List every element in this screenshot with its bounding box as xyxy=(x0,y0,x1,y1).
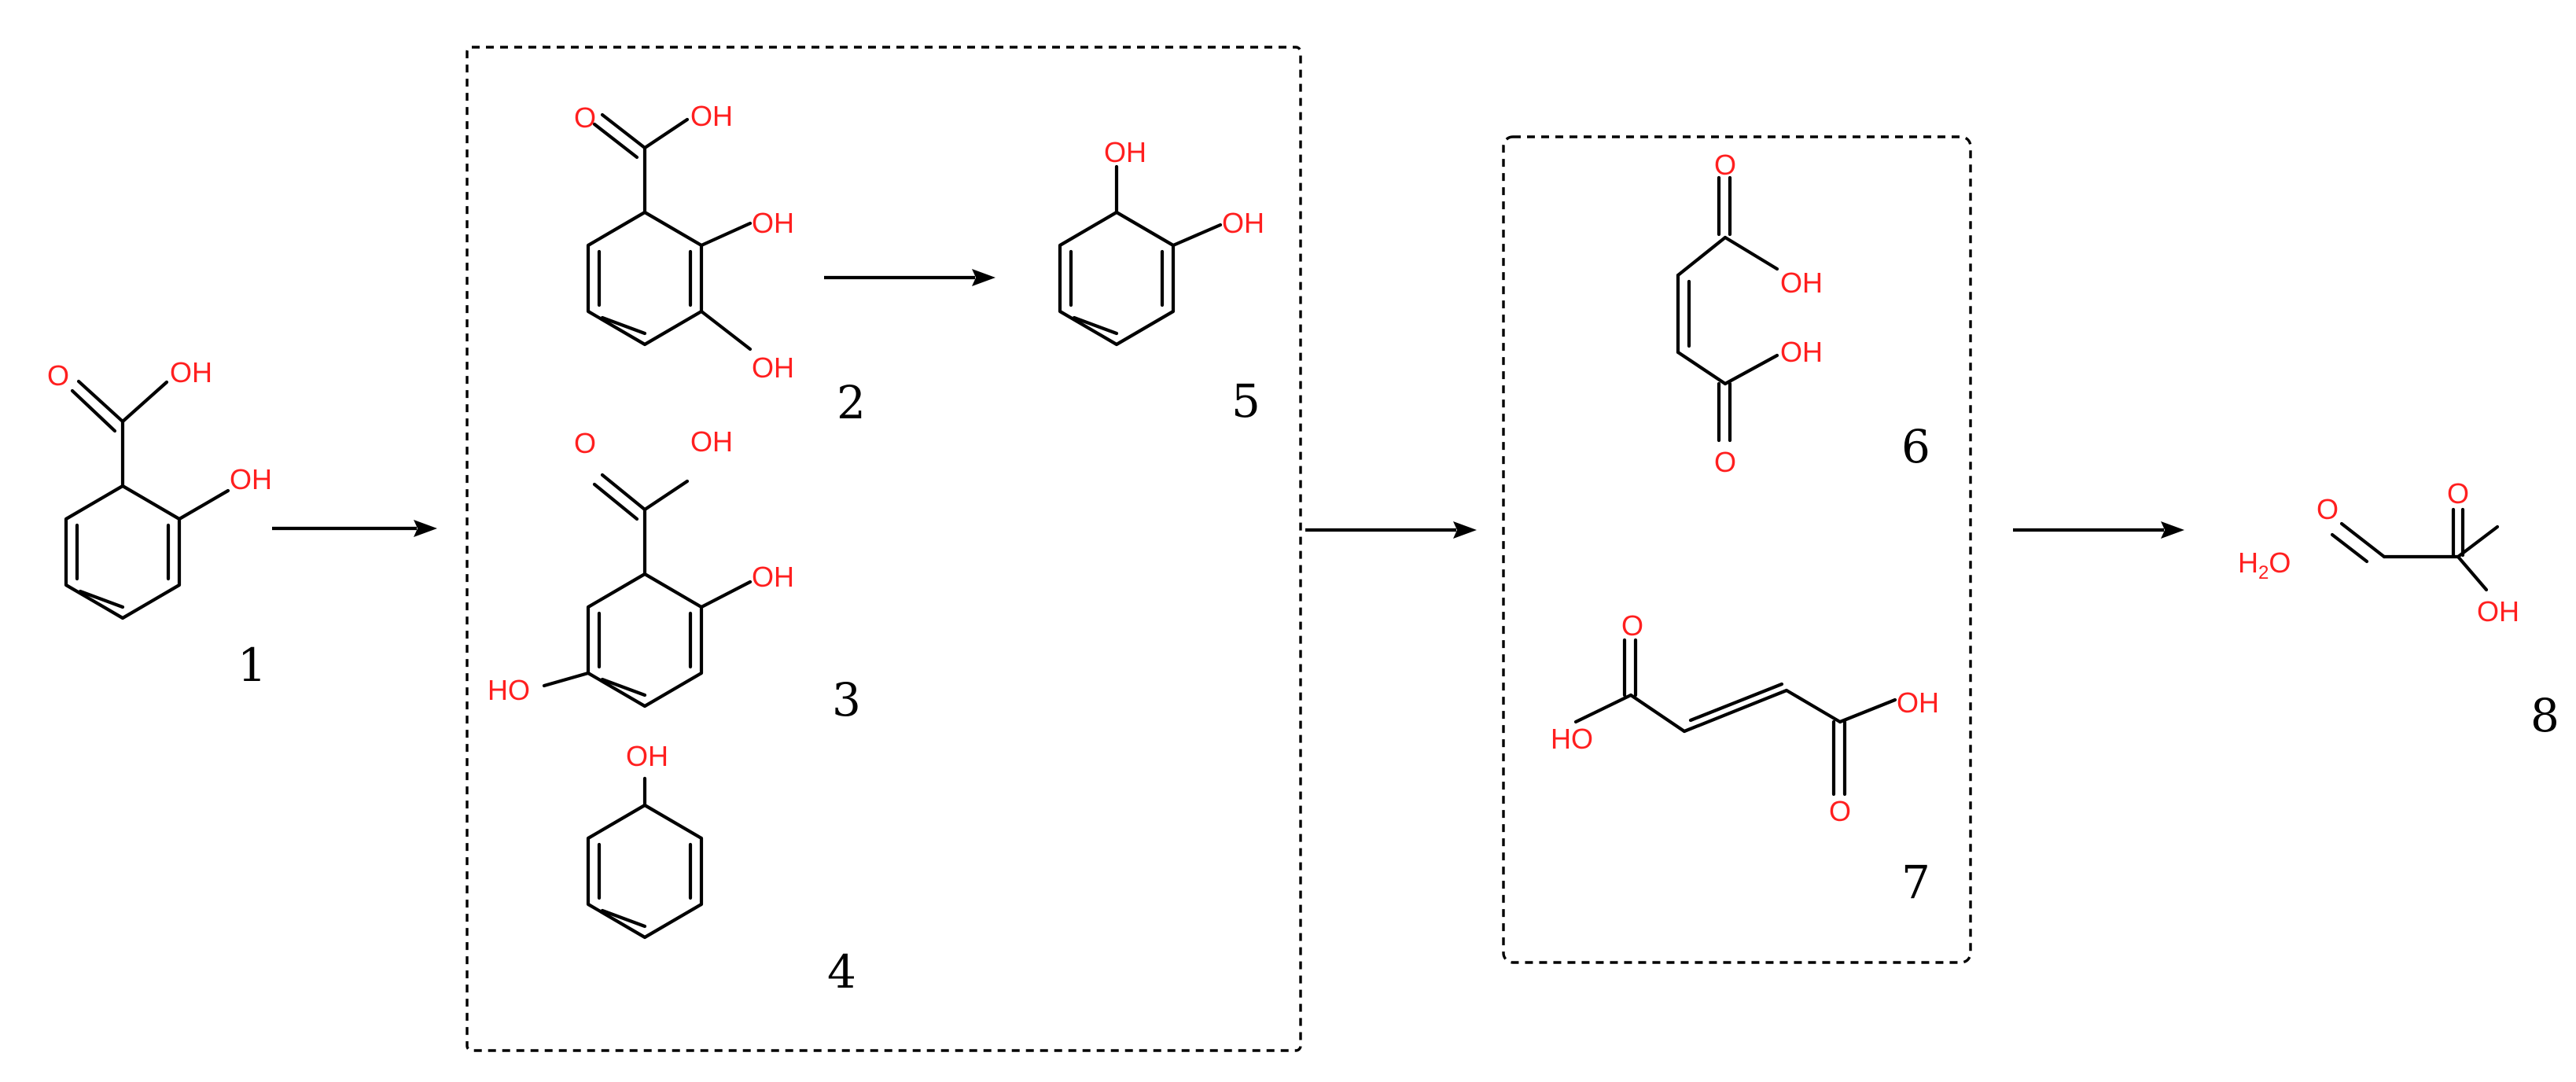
compound-8-acid-oh: OH xyxy=(2477,595,2519,627)
compound-4-phenol: OH 4 xyxy=(586,740,856,999)
arrow-intermediates-to-acids xyxy=(1305,521,1477,539)
compound-8-water-sub: 2 xyxy=(2258,562,2269,583)
compound-2-2-3-dihydroxybenzoic-acid: O OH OH OH 2 xyxy=(574,100,866,429)
compound-6-o-top: O xyxy=(1714,149,1736,181)
compound-7-number: 7 xyxy=(1901,856,1930,909)
compound-3-ho-5: HO xyxy=(488,674,530,706)
compound-8-water: H2O xyxy=(2238,547,2291,583)
compound-3-gentisic-acid: O OH OH HO 3 xyxy=(488,425,861,727)
compound-5-number: 5 xyxy=(1231,374,1260,428)
arrow-1-to-intermediates xyxy=(272,520,437,537)
compound-8-water-h: H xyxy=(2238,547,2258,579)
compound-2-carbonyl-o: O xyxy=(574,101,596,134)
compound-2-oh-3: OH xyxy=(752,351,794,384)
compound-5-oh-1: OH xyxy=(1104,136,1146,168)
dicarboxylic-acids-box xyxy=(1502,135,1972,964)
compound-4-oh: OH xyxy=(626,740,668,772)
compound-6-oh-top: OH xyxy=(1780,267,1823,299)
intermediates-box xyxy=(466,46,1302,1052)
compound-5-oh-2: OH xyxy=(1222,207,1264,239)
compound-8-number: 8 xyxy=(2530,689,2559,742)
compound-2-acid-oh: OH xyxy=(690,100,733,132)
compound-5-catechol: OH OH 5 xyxy=(1058,136,1264,428)
arrow-2-to-5 xyxy=(824,269,995,286)
compound-7-ho-left: HO xyxy=(1551,723,1593,755)
compound-1-number: 1 xyxy=(237,639,267,692)
compound-1-carbonyl-o: O xyxy=(47,359,69,392)
compound-6-o-bottom: O xyxy=(1714,446,1736,478)
compound-8-water-o: O xyxy=(2269,547,2291,579)
compound-8-aldehyde-o: O xyxy=(2317,493,2339,525)
compound-7-o-left: O xyxy=(1621,609,1643,642)
compound-8-glyoxylic-acid-and-water: H2O O O OH 8 xyxy=(2238,477,2559,742)
compound-7-oh-right: OH xyxy=(1897,686,1939,719)
compound-1-salicylic-acid: O OH OH 1 xyxy=(47,356,272,692)
compound-6-maleic-acid: O OH OH O 6 xyxy=(1676,149,1930,478)
compound-2-number: 2 xyxy=(837,376,866,429)
compound-8-acid-o: O xyxy=(2447,477,2469,510)
compound-2-oh-2: OH xyxy=(752,207,794,239)
compound-3-acid-oh: OH xyxy=(690,425,733,458)
compound-3-oh-2: OH xyxy=(752,561,794,593)
compound-3-number: 3 xyxy=(832,673,861,727)
compound-1-phenol-oh: OH xyxy=(230,463,272,495)
compound-7-fumaric-acid: O HO OH O 7 xyxy=(1551,609,1939,909)
compound-6-oh-bottom: OH xyxy=(1780,336,1823,368)
compound-6-number: 6 xyxy=(1901,420,1930,473)
compound-3-carbonyl-o: O xyxy=(574,427,596,459)
compound-7-o-right: O xyxy=(1829,795,1851,827)
compound-1-acid-oh: OH xyxy=(170,356,212,388)
arrow-acids-to-8 xyxy=(2013,521,2184,539)
compound-4-number: 4 xyxy=(827,945,856,999)
